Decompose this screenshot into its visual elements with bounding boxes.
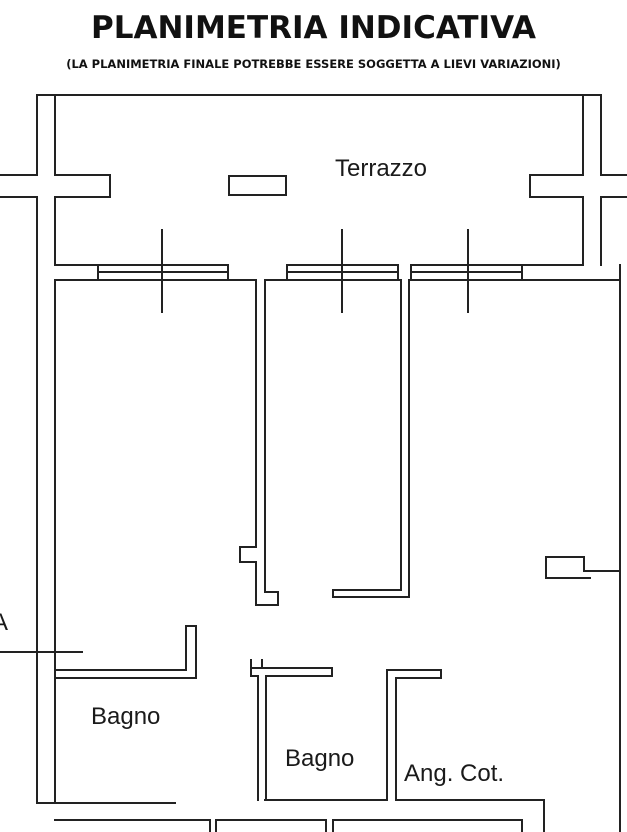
terrace-walls	[0, 94, 627, 832]
interior-walls	[0, 279, 621, 832]
room-label-bath-1: Bagno	[91, 703, 160, 730]
plan-disclaimer: (LA PLANIMETRIA FINALE POTREBBE ESSERE S…	[66, 57, 561, 71]
balcony-doors	[97, 229, 523, 313]
edge-letter: A	[0, 609, 8, 636]
room-label-kitchenette: Ang. Cot.	[404, 760, 504, 787]
terrace-planter	[228, 175, 287, 196]
room-label-terrace: Terrazzo	[335, 155, 427, 182]
room-label-bath-2: Bagno	[285, 745, 354, 772]
plan-title: PLANIMETRIA INDICATIVA	[91, 10, 536, 46]
